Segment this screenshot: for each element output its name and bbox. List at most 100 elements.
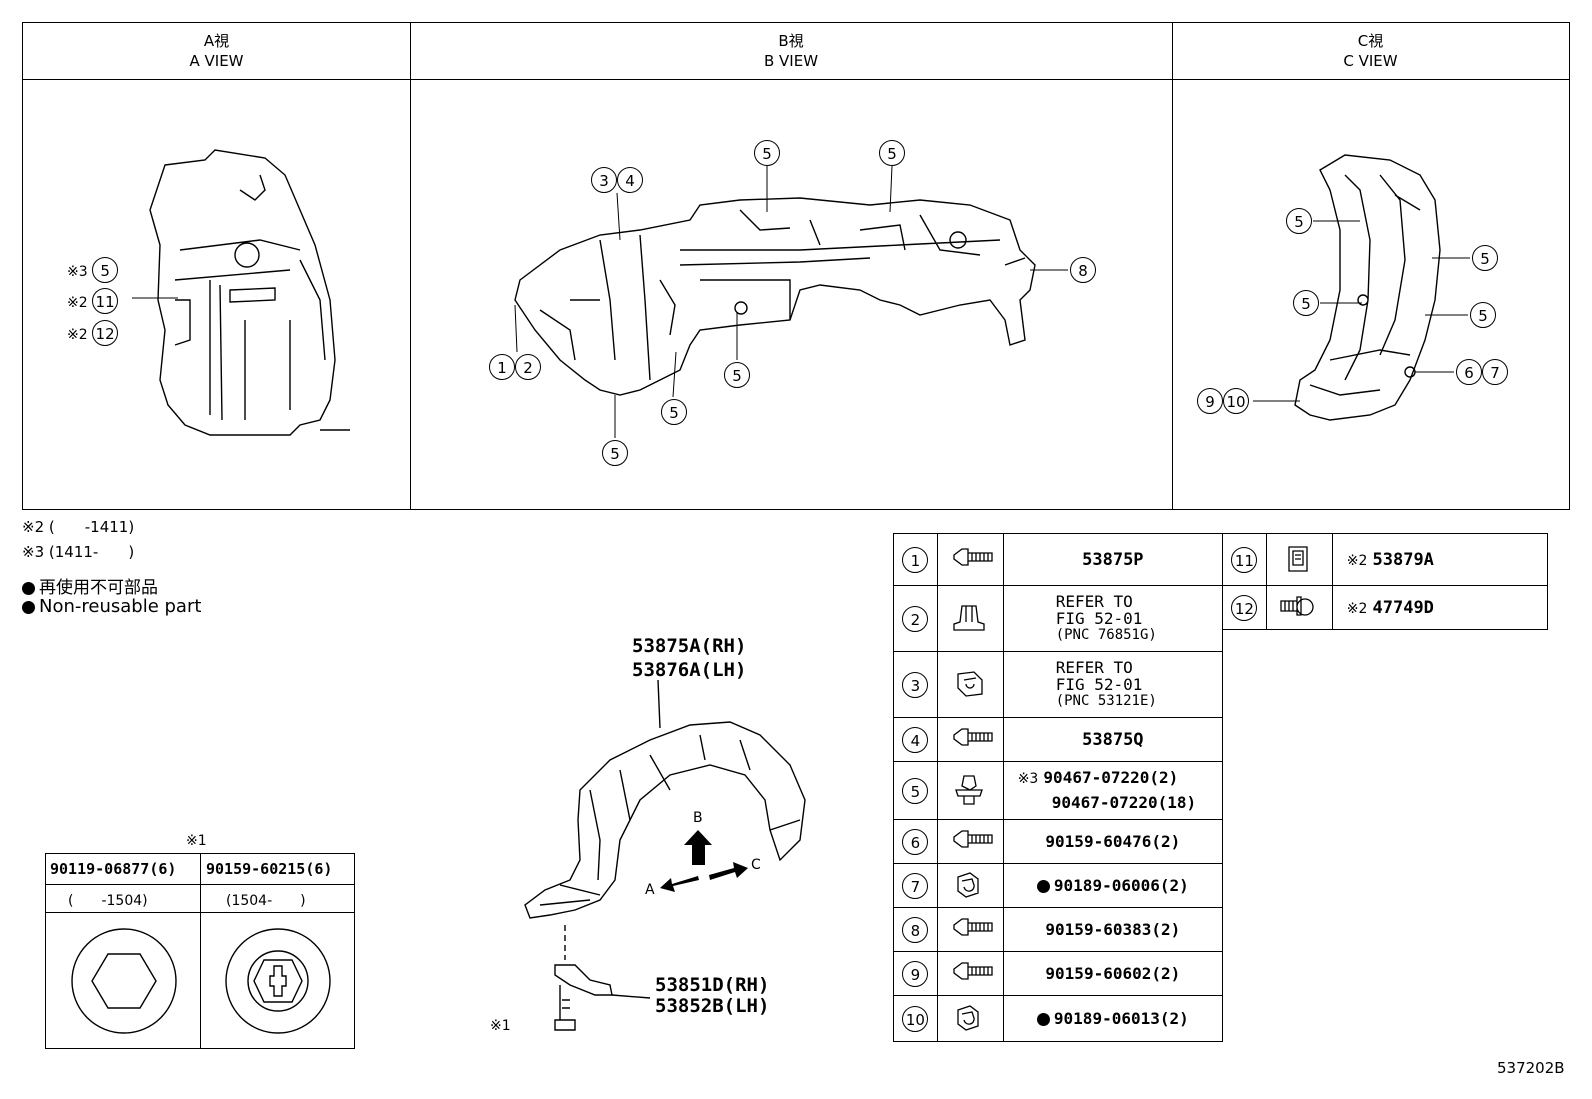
parts-row: 7 90189-06006(2) (893, 863, 1224, 908)
bracket-rh: 53851D(RH) (655, 974, 770, 996)
a-view-title-en: A VIEW (189, 52, 244, 70)
callout-number: 5 (754, 140, 780, 166)
screw-icon (948, 727, 993, 759)
c-view-callout-5: 5 (1293, 290, 1319, 316)
a-view-panel: A視 A VIEW (23, 23, 410, 509)
note-mark: ※3 (67, 264, 88, 280)
callout-number: 5 (1286, 208, 1312, 234)
callout-number: 9 (1197, 388, 1223, 414)
part-icon-cell (936, 951, 1004, 996)
nonreusable-dot-icon (1036, 1013, 1050, 1026)
b-view-callout-5: 5 (879, 140, 905, 166)
screw-col1-range: ( -1504) (68, 893, 148, 909)
b-view-header: B視 B VIEW (410, 23, 1172, 80)
figure-id: 537202B (1497, 1059, 1565, 1077)
screw-table: 90119-06877(6) 90159-60215(6) ( -1504) (… (45, 853, 355, 1049)
callout-number: 12 (92, 320, 119, 346)
part-number-cell: 7 (893, 863, 938, 908)
screw-table-mark: ※1 (186, 833, 207, 849)
arrow-a-icon (660, 876, 699, 892)
refer-line: (PNC 53121E) (1055, 693, 1157, 709)
c-view-callout-5: 5 (1472, 245, 1498, 271)
nonreusable-note-en: Non-reusable part (22, 596, 201, 617)
note-mark: ※3 (1017, 771, 1039, 787)
c-view-title-en: C VIEW (1343, 52, 1398, 70)
part-code-cell: 90159-60476(2) (1002, 819, 1224, 864)
part-icon-cell (936, 651, 1004, 718)
part-icon-cell (936, 863, 1004, 908)
divider (46, 884, 354, 885)
part-code: 90189-06006(2) (1053, 876, 1189, 895)
part-code: 90159-60383(2) (1045, 920, 1181, 939)
c-view-callout-5: 5 (1470, 302, 1496, 328)
screw-icon (948, 547, 993, 579)
part-number-cell: 9 (893, 951, 938, 996)
parts-row: 10 90189-06013(2) (893, 995, 1224, 1042)
part-code: 53875Q (1082, 729, 1144, 750)
part-number-cell: 8 (893, 907, 938, 952)
hex-bolt-head-icon (91, 953, 157, 1009)
callout-number: 9 (902, 960, 929, 987)
part-number-cell: 11 (1222, 533, 1267, 586)
refer-line: REFER TO (1055, 592, 1133, 611)
callout-number: 6 (902, 828, 929, 855)
callout-number: 6 (1456, 359, 1482, 385)
hex-bolt-washer-icon (71, 928, 177, 1034)
part-icon-cell (936, 761, 1004, 820)
callout-number: 12 (1231, 594, 1258, 621)
divider (410, 23, 411, 509)
callout-number: 2 (515, 354, 541, 380)
a-view-title-jp: A視 (203, 32, 230, 50)
nonreusable-note-jp: 再使用不可部品 (22, 573, 158, 598)
screw-icon (948, 917, 993, 949)
part-icon-cell (936, 995, 1004, 1042)
screw-col2-part: 90159-60215(6) (206, 860, 333, 878)
callout-number: 7 (902, 872, 929, 899)
callout-number: 7 (1482, 359, 1508, 385)
part-number-cell: 2 (893, 585, 938, 652)
part-number-cell: 3 (893, 651, 938, 718)
callout-number: 10 (902, 1005, 929, 1032)
phillips-screw-washer-icon (225, 928, 331, 1034)
part-code: 90189-06013(2) (1053, 1009, 1189, 1028)
bullet-icon (22, 581, 35, 595)
note-mark: ※2 (67, 327, 88, 343)
nut-clip-icon (948, 670, 992, 704)
nut-icon (948, 871, 992, 905)
b-view-callout-5: 5 (602, 440, 628, 466)
c-view-title-jp: C視 (1357, 32, 1384, 50)
c-view-callout-5: 5 (1286, 208, 1312, 234)
part-code-cell: 53875Q (1002, 717, 1224, 762)
screw-grommet-icon (1277, 595, 1321, 627)
refer-line: FIG 52-01 (1055, 675, 1143, 694)
part-code: 53879A (1372, 549, 1434, 570)
a-view-callout-11: ※2 11 (67, 288, 119, 314)
main-part-lh: 53876A(LH) (632, 659, 747, 681)
callout-number: 11 (1231, 546, 1258, 573)
arrow-c-label: C (751, 857, 761, 873)
callout-number: 5 (602, 440, 628, 466)
b-view-title-jp: B視 (778, 32, 804, 50)
a-view-header: A視 A VIEW (23, 23, 410, 80)
part-code-cell: ※2 53879A (1331, 533, 1549, 586)
refer-line: FIG 52-01 (1055, 609, 1143, 628)
b-view-callout-5: 5 (724, 362, 750, 388)
part-number-cell: 5 (893, 761, 938, 820)
main-part-labels: 53875A(RH) 53876A(LH) (632, 634, 746, 682)
parts-row: 12※2 47749D (1222, 585, 1549, 630)
screw-col1-part: 90119-06877(6) (50, 860, 177, 878)
part-code-cell: 90159-60602(2) (1002, 951, 1224, 996)
callout-number: 3 (902, 671, 929, 698)
callout-number: 4 (617, 167, 643, 193)
part-code-cell: 90159-60383(2) (1002, 907, 1224, 952)
part-icon-cell (936, 585, 1004, 652)
callout-number: 1 (902, 546, 929, 573)
